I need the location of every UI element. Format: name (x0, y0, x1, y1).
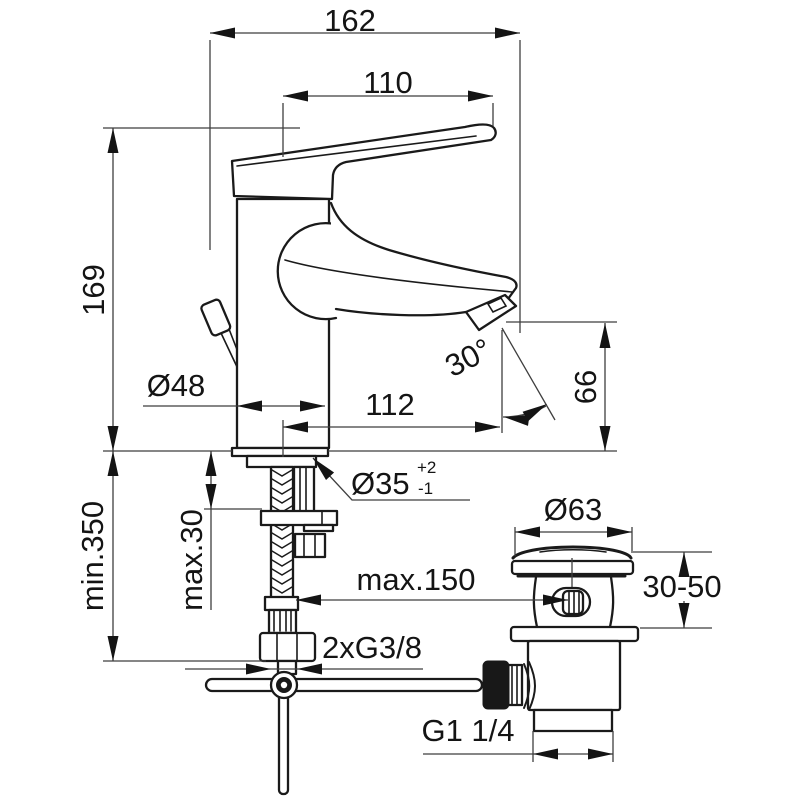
dim-label-height: 169 (76, 264, 111, 316)
dimension-hole-diameter: Ø35 +2 -1 (308, 454, 470, 501)
dimension-rod-reach: max.150 (296, 562, 568, 606)
spout (331, 203, 517, 329)
rod-pin (561, 589, 585, 616)
dim-label-lever-reach: 110 (363, 65, 412, 100)
dim-label-waste-deck-range: 30-50 (642, 569, 721, 604)
dim-label-hole-diameter: Ø35 (351, 466, 410, 501)
dimension-lever-reach: 110 (282, 65, 494, 157)
sphere-joint (276, 221, 338, 321)
escutcheon (245, 454, 318, 469)
dimension-spout-reach: 112 (282, 387, 500, 457)
dimensions: 162 110 169 min.350 max.30 (75, 3, 722, 762)
dim-label-rod-reach: max.150 (357, 562, 476, 597)
dimension-total-depth: 162 (209, 3, 521, 333)
dimension-waste-thread: G1 1/4 (421, 713, 614, 762)
dimension-waste-deck-range: 30-50 (631, 551, 722, 629)
waste-tailpipe (532, 708, 614, 733)
dim-label-hole-tol-minus: -1 (418, 479, 433, 498)
mounting-clamp (259, 509, 339, 533)
dim-label-spout-angle: 30° (439, 331, 497, 383)
waste-body (526, 639, 622, 712)
dim-label-deck-thickness: max.30 (174, 509, 209, 611)
dimension-outlet-height: 66 (506, 321, 617, 451)
dim-label-supply-connection: 2xG3/8 (322, 630, 422, 665)
dimension-waste-flange-diameter: Ø63 (514, 492, 633, 556)
waste-plug-dome (511, 545, 633, 560)
dim-label-hole-tol-plus: +2 (417, 458, 436, 477)
dimension-supply-connection: 2xG3/8 (185, 630, 423, 675)
lever-handle (230, 123, 497, 201)
dimension-spout-angle: 30° (439, 327, 556, 433)
dim-label-outlet-height: 66 (568, 370, 603, 404)
aerator (464, 293, 518, 332)
faucet-body (200, 123, 518, 469)
dim-label-waste-flange-diameter: Ø63 (544, 492, 603, 527)
dim-label-total-depth: 162 (324, 3, 376, 38)
flexible-hose (269, 465, 295, 600)
hose-fitting (258, 595, 317, 676)
dim-label-body-diameter: Ø48 (147, 368, 206, 403)
dimension-body-diameter: Ø48 (143, 368, 325, 412)
dimension-hose-length: min.350 (75, 451, 266, 662)
pop-up-rod (204, 670, 484, 796)
pop-up-waste (482, 545, 640, 733)
dimension-height: 169 (76, 127, 300, 451)
ball-joint (482, 660, 524, 710)
base-plate (230, 446, 330, 458)
dim-label-hose-length: min.350 (75, 501, 110, 611)
installation-parts (204, 465, 484, 796)
clamp-nut (293, 532, 327, 559)
side-lever (200, 298, 244, 370)
threaded-shank (292, 465, 316, 514)
dim-label-waste-thread: G1 1/4 (421, 713, 514, 748)
dim-label-spout-reach: 112 (365, 387, 414, 422)
dimension-deck-thickness: max.30 (174, 451, 262, 611)
waste-bottom-flange (509, 625, 640, 643)
